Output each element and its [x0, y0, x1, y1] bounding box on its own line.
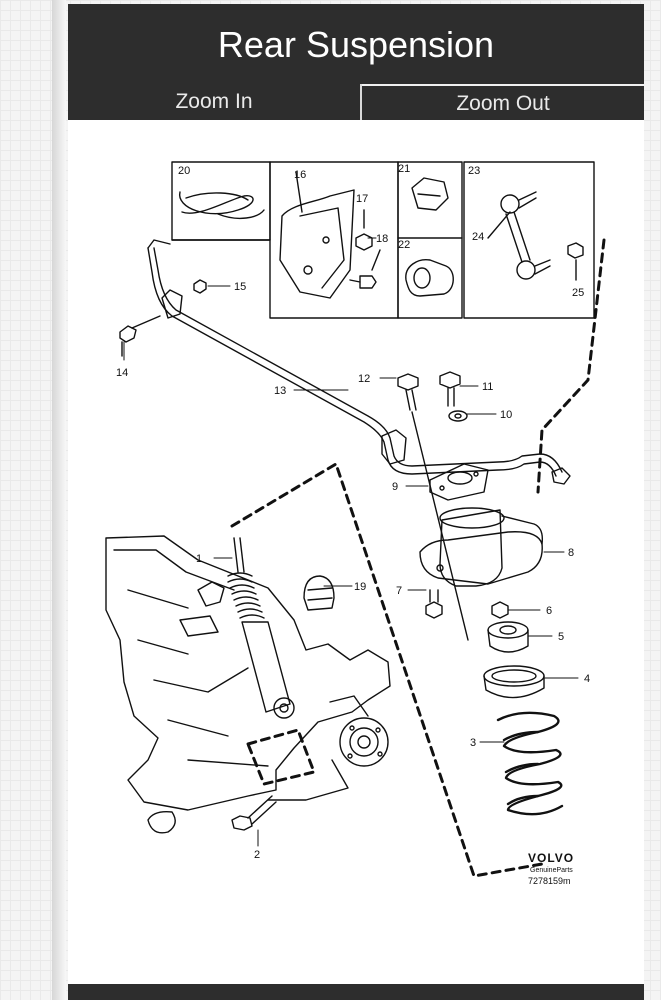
callout-9: 9 — [392, 481, 398, 493]
part-10-washer — [448, 410, 468, 422]
callout-2: 2 — [254, 849, 260, 861]
parts-diagram: 1 2 3 4 5 6 7 8 9 10 11 12 13 14 15 16 1… — [68, 120, 644, 984]
zoom-in-button[interactable]: Zoom In — [175, 90, 253, 113]
part-6-nut — [491, 601, 509, 619]
leader-lines — [123, 237, 579, 847]
rear-subframe — [105, 535, 391, 834]
title-bar: Rear Suspension — [68, 4, 644, 84]
part-9-upper-mount — [429, 463, 489, 501]
part-7-bolt — [425, 589, 443, 619]
part-8-spring-housing — [419, 507, 544, 587]
part-13-stabilizer-bar — [147, 239, 571, 485]
part-22-bushing — [405, 259, 454, 297]
part-18-bolt — [349, 249, 381, 289]
page-title: Rear Suspension — [217, 24, 495, 65]
callout-17: 17 — [356, 193, 368, 205]
callout-15: 15 — [234, 281, 246, 293]
part-20-cable — [179, 191, 265, 220]
callout-25: 25 — [572, 287, 584, 299]
part-5-bump-stop — [487, 621, 529, 653]
callout-1: 1 — [196, 553, 202, 565]
part-4-spring-seat — [483, 665, 545, 699]
zoom-out-label: Zoom Out — [362, 84, 644, 120]
callout-12: 12 — [358, 373, 370, 385]
callout-8: 8 — [568, 547, 574, 559]
brand-logo: VOLVO — [528, 851, 574, 865]
zoom-toolbar: Zoom In Zoom Out — [68, 84, 644, 120]
part-1-shock-absorber — [227, 537, 295, 719]
suspension-exploded-view: 1 2 3 4 5 6 7 8 9 10 11 12 13 14 15 16 1… — [105, 161, 606, 886]
part-17-nut — [355, 209, 373, 251]
callout-20: 20 — [178, 165, 190, 177]
callout-10: 10 — [500, 409, 512, 421]
guide-lines — [230, 238, 606, 878]
zoom-out-button[interactable]: Zoom Out — [360, 84, 644, 120]
page-gutter — [52, 0, 66, 1000]
callout-13: 13 — [274, 385, 286, 397]
callout-11: 11 — [482, 381, 493, 393]
callout-14: 14 — [116, 367, 128, 379]
callout-4: 4 — [584, 673, 590, 685]
callout-19: 19 — [354, 581, 366, 593]
brand-subtitle: GenuineParts — [530, 867, 573, 874]
part-25-nut — [567, 242, 584, 281]
callout-labels: 1 2 3 4 5 6 7 8 9 10 11 12 13 14 15 16 1… — [116, 163, 590, 861]
bottom-bar — [68, 984, 644, 1000]
content-panel — [68, 4, 644, 1000]
part-12-bolt — [397, 373, 469, 641]
callout-6: 6 — [546, 605, 552, 617]
callout-5: 5 — [558, 631, 564, 643]
callout-21: 21 — [398, 163, 410, 175]
callout-3: 3 — [470, 737, 476, 749]
part-21-clip — [411, 177, 449, 211]
inset-boxes — [171, 161, 595, 319]
drawing-number: 7278159m — [528, 876, 571, 886]
callout-7: 7 — [396, 585, 402, 597]
part-24-stabilizer-link — [487, 191, 551, 280]
volvo-stamp: VOLVO GenuineParts 7278159m — [528, 851, 574, 886]
part-3-coil-spring — [496, 711, 564, 816]
callout-22: 22 — [398, 239, 410, 251]
callout-18: 18 — [376, 233, 388, 245]
part-15-nut — [193, 279, 207, 294]
callout-23: 23 — [468, 165, 480, 177]
part-2-bolt — [231, 795, 277, 831]
part-11-bolt — [439, 371, 461, 407]
part-19-bump-cap — [303, 575, 335, 611]
part-16-bracket — [279, 171, 355, 299]
callout-24: 24 — [472, 231, 484, 243]
wheel-hub — [267, 695, 389, 801]
part-14-bolt — [119, 315, 161, 357]
callout-16: 16 — [294, 169, 306, 181]
